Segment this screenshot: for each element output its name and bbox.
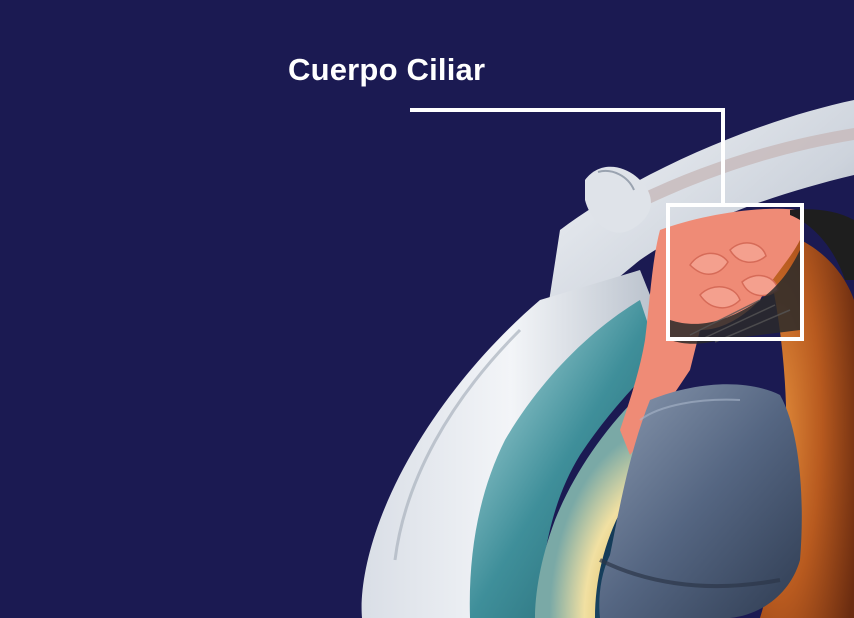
callout-leader-line [410, 108, 725, 205]
crystalline-lens [599, 384, 802, 618]
sclera-inner-stripe [600, 128, 854, 226]
ciliary-body [620, 208, 800, 455]
callout-highlight-box [666, 203, 804, 341]
callout-label-ciliary-body: Cuerpo Ciliar [288, 52, 486, 87]
ciliary-processes [689, 242, 779, 309]
sclera-band [540, 100, 854, 360]
iris-stroma [469, 300, 660, 618]
muscle-insertion [585, 166, 651, 233]
